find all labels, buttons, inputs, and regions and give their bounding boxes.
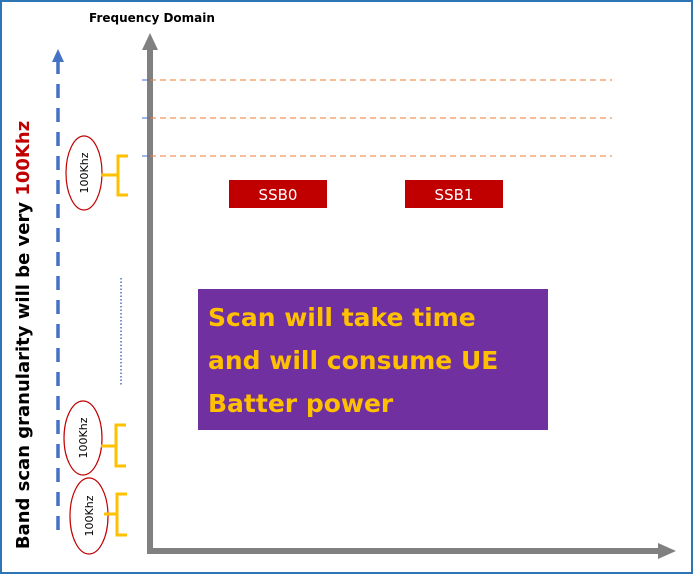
granularity-label-text: Band scan granularity will be very bbox=[13, 196, 34, 550]
callout-box bbox=[198, 289, 548, 430]
ssb0-block bbox=[229, 180, 327, 208]
callout-text: Scan will take time and will consume UE … bbox=[208, 303, 498, 418]
callout-line: Scan will take time bbox=[208, 303, 476, 332]
brace-icon bbox=[101, 154, 128, 197]
brace-icon bbox=[101, 423, 126, 468]
step-ellipse bbox=[65, 135, 103, 211]
x-axis-arrowhead-icon bbox=[658, 543, 676, 559]
ssb1-label: SSB1 bbox=[435, 186, 474, 204]
step-label: 100Khz bbox=[77, 417, 90, 458]
ssb0-label: SSB0 bbox=[259, 186, 298, 204]
callout-line: Batter power bbox=[208, 389, 394, 418]
step-label: 100Khz bbox=[78, 152, 91, 193]
step-label: 100Khz bbox=[83, 495, 96, 536]
frequency-guides bbox=[142, 79, 612, 157]
step-marker: 100Khz bbox=[65, 135, 128, 211]
granularity-label: Band scan granularity will be very 100Kh… bbox=[13, 121, 34, 549]
step-marker: 100Khz bbox=[69, 477, 127, 555]
y-axis-arrowhead-icon bbox=[142, 33, 158, 50]
diagram-title: Frequency Domain bbox=[89, 11, 215, 25]
brace-icon bbox=[104, 492, 127, 537]
callout-line: and will consume UE bbox=[208, 346, 498, 375]
step-ellipse bbox=[63, 400, 103, 476]
granularity-value: 100Khz bbox=[13, 121, 34, 196]
scan-arrowhead-icon bbox=[52, 49, 64, 62]
step-ellipse bbox=[69, 477, 109, 555]
ssb1-block bbox=[405, 180, 503, 208]
step-marker: 100Khz bbox=[63, 400, 126, 476]
